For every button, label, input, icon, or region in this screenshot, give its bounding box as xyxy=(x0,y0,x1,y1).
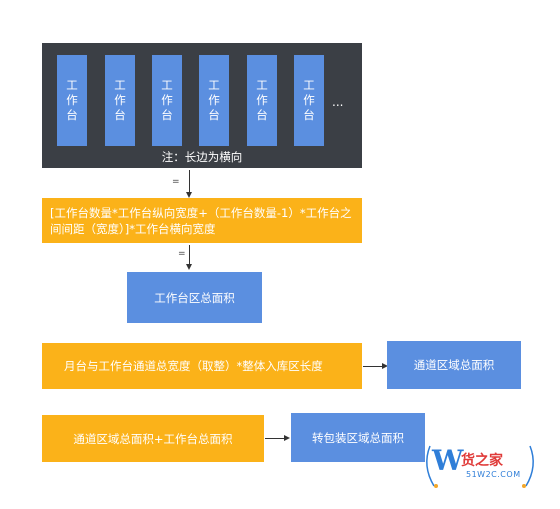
flow-arrow-right xyxy=(363,363,388,369)
flow-arrow-down xyxy=(186,245,192,270)
workstation-block: 工 作 台 xyxy=(152,55,182,146)
workstation-block: 工 作 台 xyxy=(294,55,324,146)
equals-symbol: = xyxy=(172,177,180,187)
flow-arrow-down xyxy=(186,170,192,198)
equals-symbol: = xyxy=(178,249,186,259)
repack-total-area-box: 转包装区域总面积 xyxy=(291,413,425,462)
repack-area-formula: 通道区域总面积+工作台总面积 xyxy=(42,415,264,462)
aisle-area-formula: 月台与工作台通道总宽度（取整）*整体入库区长度 xyxy=(42,343,362,389)
workstation-block: 工 作 台 xyxy=(199,55,229,146)
orientation-note: 注：长边为横向 xyxy=(161,150,243,164)
laurel-icon xyxy=(426,445,534,488)
watermark-mark: W xyxy=(432,444,464,477)
more-ellipsis: ... xyxy=(332,95,344,109)
workstation-block: 工 作 台 xyxy=(247,55,277,146)
workstation-block: 工 作 台 xyxy=(57,55,87,146)
workstation-total-area-box: 工作台区总面积 xyxy=(127,272,262,323)
workstation-area-formula: [工作台数量*工作台纵向宽度+（工作台数量-1）*工作台之间间距（宽度）]*工作… xyxy=(42,198,362,243)
workstation-block: 工 作 台 xyxy=(105,55,135,146)
watermark-url: 51W2C.COM xyxy=(466,470,521,479)
workstation-layout-panel: 工 作 台 工 作 台 工 作 台 工 作 台 工 作 台 工 作 台 ... … xyxy=(42,43,362,168)
watermark-name: 货之家 xyxy=(461,453,503,469)
flow-arrow-right xyxy=(265,435,290,441)
aisle-total-area-box: 通道区域总面积 xyxy=(387,341,521,389)
